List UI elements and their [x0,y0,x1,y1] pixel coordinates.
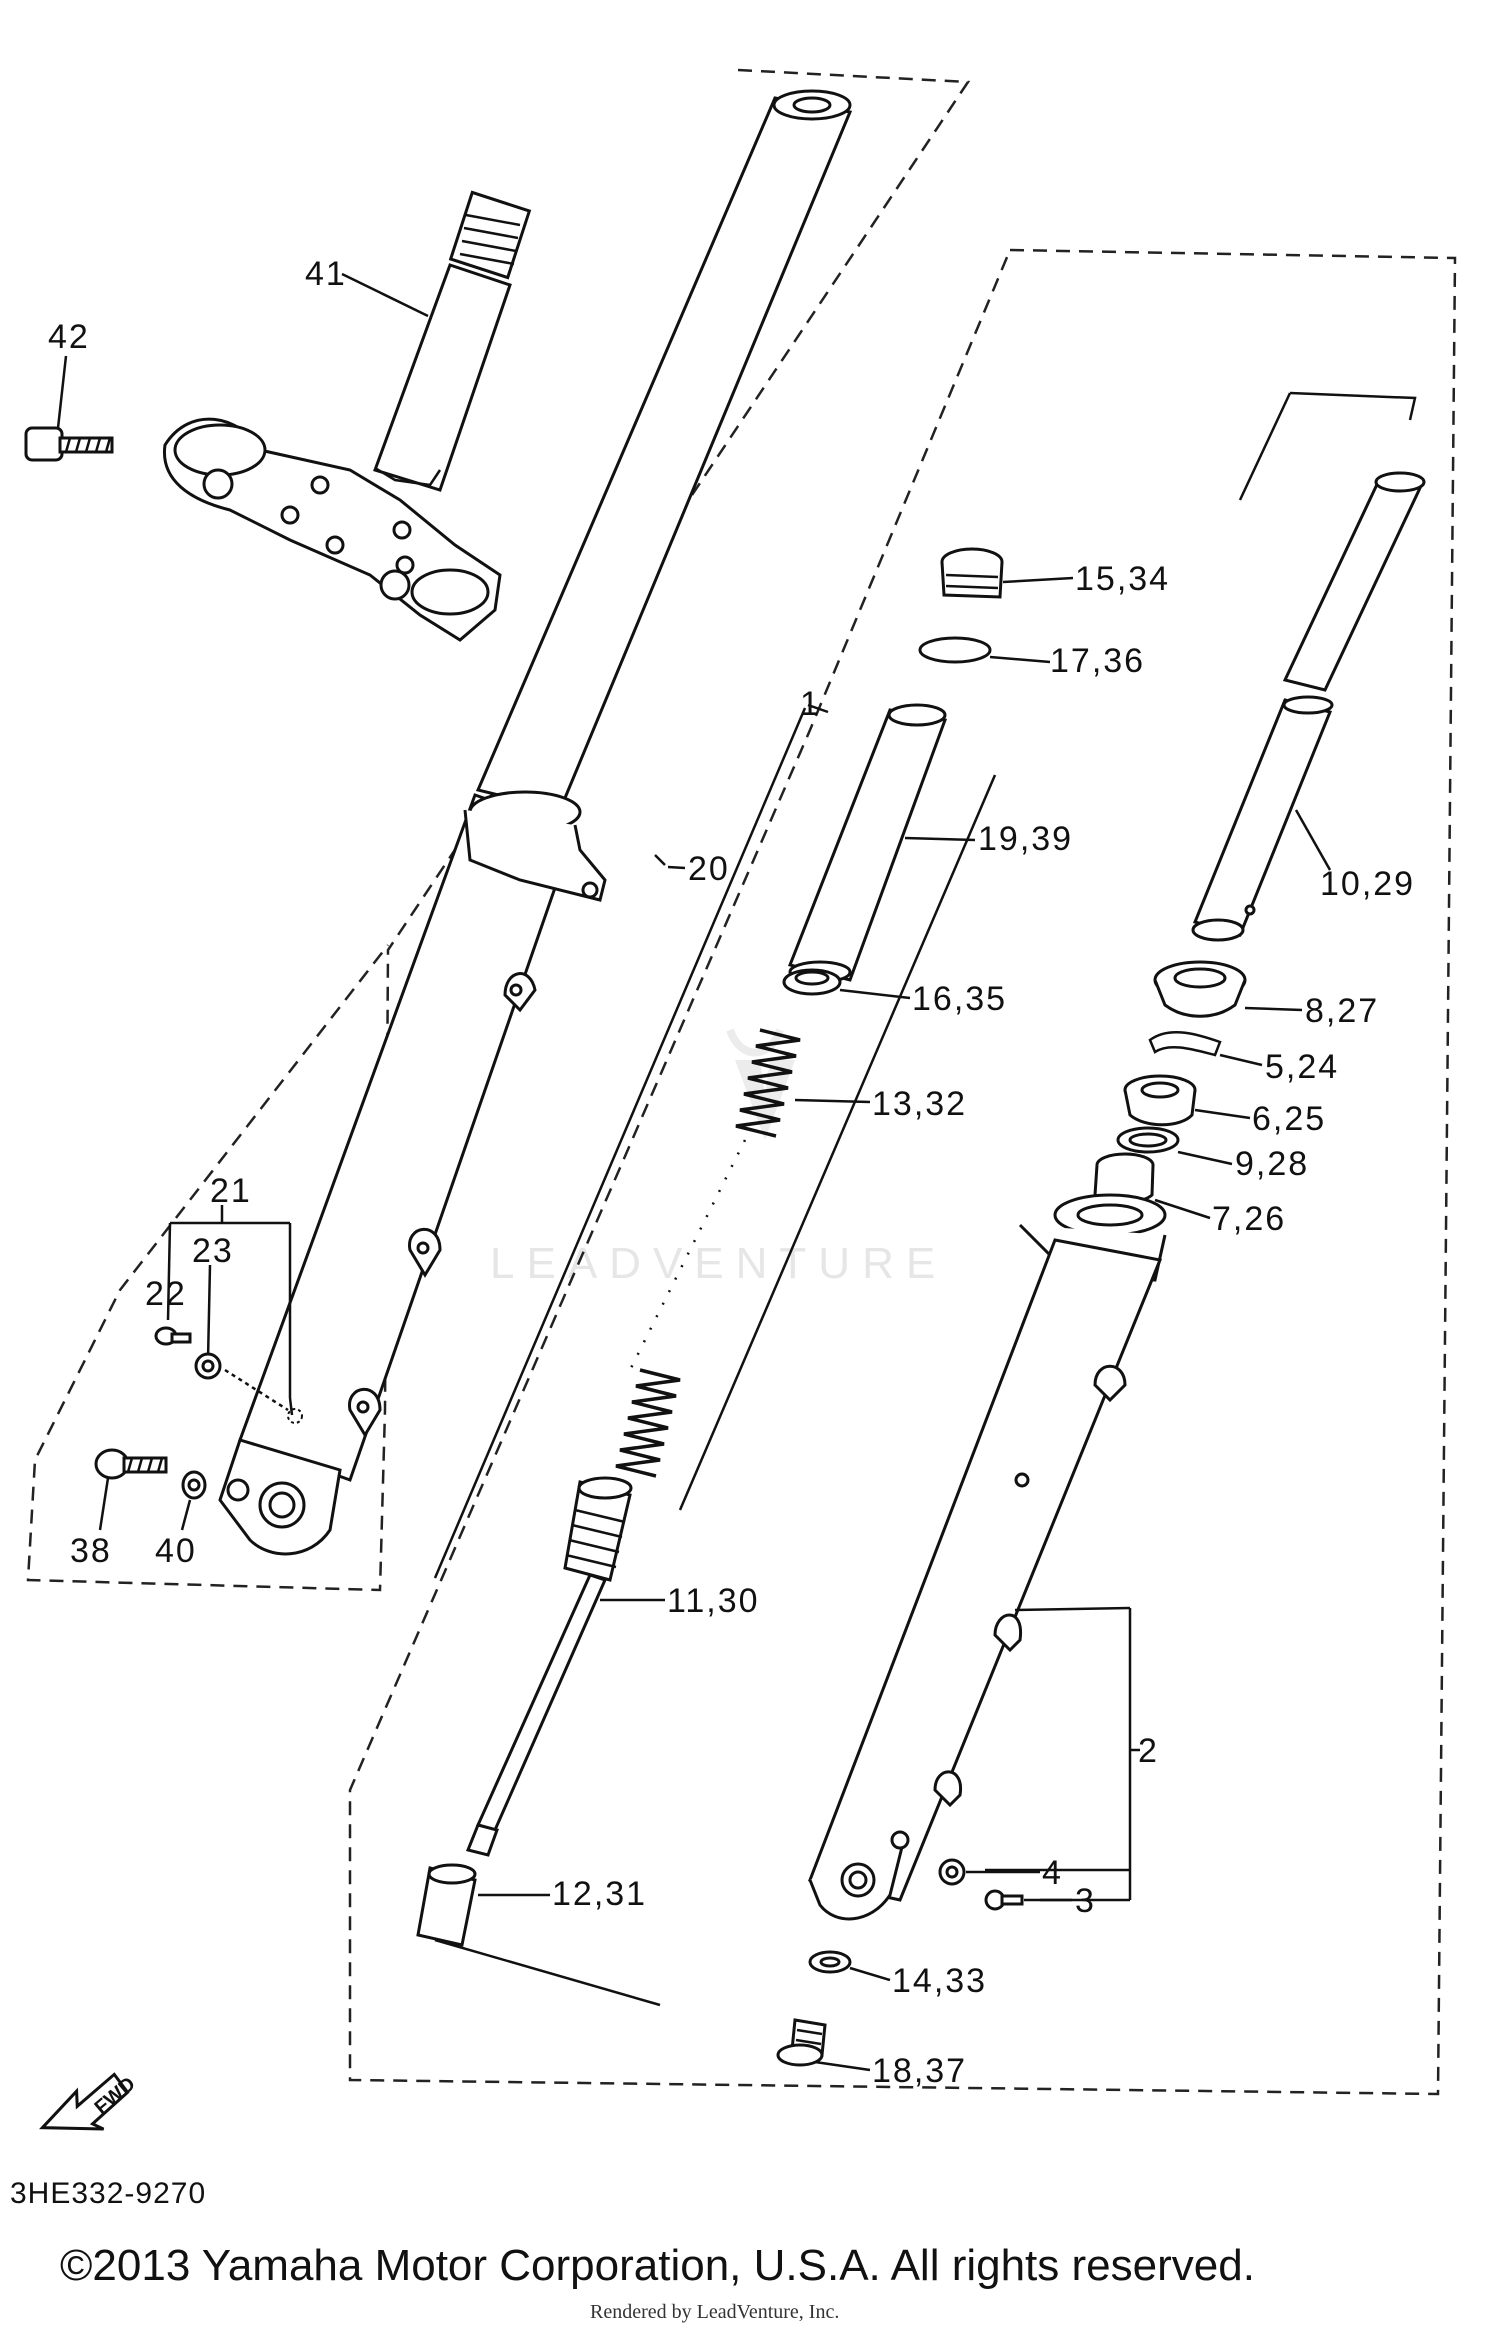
bracket-21 [166,1205,294,1416]
rendered-by-note: Rendered by LeadVenture, Inc. [590,2301,839,2323]
callout-22: 22 [145,1275,187,1313]
bolt-38 [94,1448,168,1480]
callout-23: 23 [192,1232,234,1270]
callout-8-27: 8,27 [1305,992,1379,1030]
copyright-notice: ©2013 Yamaha Motor Corporation, U.S.A. A… [60,2241,1255,2290]
left-fork-assembly [218,89,853,1556]
callout-19-39: 19,39 [978,820,1073,858]
callout-1: 1 [800,685,821,723]
callout-3: 3 [1075,1882,1096,1920]
callout-40: 40 [155,1532,197,1570]
inner-tube-upper [1282,471,1426,692]
steering-stem-bracket [162,190,532,642]
inner-parts-group-1 [433,707,997,2007]
leadventure-watermark: LEADVENTURE [490,1028,947,1288]
callout-6-25: 6,25 [1252,1100,1326,1138]
washer-23 [194,1352,222,1380]
callout-2: 2 [1138,1732,1159,1770]
washer-9-28 [1116,1126,1180,1154]
inner-tube-10-29 [1191,695,1334,942]
callout-15-34: 15,34 [1075,560,1170,598]
dust-seal-8-27 [1153,960,1247,1018]
fork-spring-13-32 [615,1028,801,1478]
washer-4 [938,1858,966,1886]
callout-38: 38 [70,1532,112,1570]
oil-lock-piece-12-31 [416,1863,477,1947]
diagram-code: 3HE332-9270 [10,2177,206,2210]
retaining-clip-5-24 [1148,1031,1222,1057]
callout-11-30: 11,30 [667,1582,760,1620]
callout-21: 21 [210,1172,252,1210]
callout-5-24: 5,24 [1265,1048,1339,1086]
callout-12-31: 12,31 [552,1875,647,1913]
left-fork-dashed-boundary [26,68,971,1592]
right-fork-dashed-boundary [348,248,1457,2096]
callout-42: 42 [48,318,90,356]
outer-tube-2 [807,1193,1167,1921]
damper-rod-11-30 [465,1476,633,1857]
callout-16-35: 16,35 [912,980,1007,1018]
callout-9-28: 9,28 [1235,1145,1309,1183]
screw-3 [984,1889,1024,1911]
spacer-19-39 [787,703,948,984]
callout-20: 20 [688,850,730,888]
fwd-arrow: FWD [39,2072,140,2131]
bolt-18-37 [776,2018,827,2067]
callout-4: 4 [1042,1854,1063,1892]
gasket-14-33 [808,1950,852,1974]
callout-17-36: 17,36 [1050,642,1145,680]
callout-10-29: 10,29 [1320,865,1415,903]
svg-text:LEADVENTURE: LEADVENTURE [490,1239,947,1288]
screw-22 [154,1326,192,1346]
callout-7-26: 7,26 [1212,1200,1286,1238]
callout-41: 41 [305,255,347,293]
washer-40 [181,1470,207,1500]
o-ring-17-36 [918,636,992,664]
callout-14-33: 14,33 [892,1962,987,2000]
cap-bolt-15-34 [940,547,1004,599]
collar-16-35 [782,968,842,996]
pinch-bolt-42 [24,426,114,462]
callout-13-32: 13,32 [872,1085,967,1123]
oil-seal-6-25 [1123,1074,1197,1127]
callout-18-37: 18,37 [872,2052,967,2090]
